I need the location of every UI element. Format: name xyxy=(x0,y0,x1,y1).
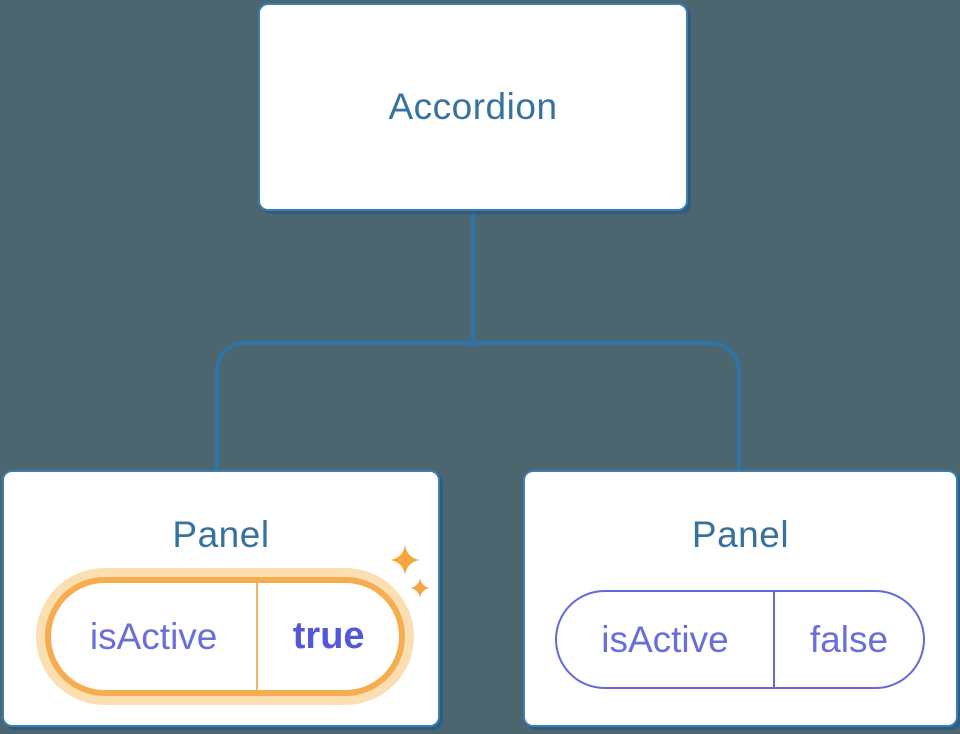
connector-branch xyxy=(215,341,741,470)
accordion-node: Accordion xyxy=(258,3,688,211)
panel-node-active: Panel isActive true xyxy=(2,470,440,727)
sparkle-icon xyxy=(410,578,430,598)
panel-node-inactive: Panel isActive false xyxy=(523,470,958,727)
sparkle-icon xyxy=(390,545,420,575)
state-pill-active: isActive true xyxy=(45,577,405,696)
state-value-label: false xyxy=(809,618,889,660)
accordion-label: Accordion xyxy=(388,86,558,127)
state-key-label: isActive xyxy=(51,583,259,690)
connector-stem xyxy=(471,210,475,347)
panel-label: Panel xyxy=(691,514,790,555)
panel-label: Panel xyxy=(172,514,270,555)
state-pill-inactive: isActive false xyxy=(555,590,925,689)
state-key-label: isActive xyxy=(557,592,775,687)
state-value-label: true xyxy=(292,615,365,657)
